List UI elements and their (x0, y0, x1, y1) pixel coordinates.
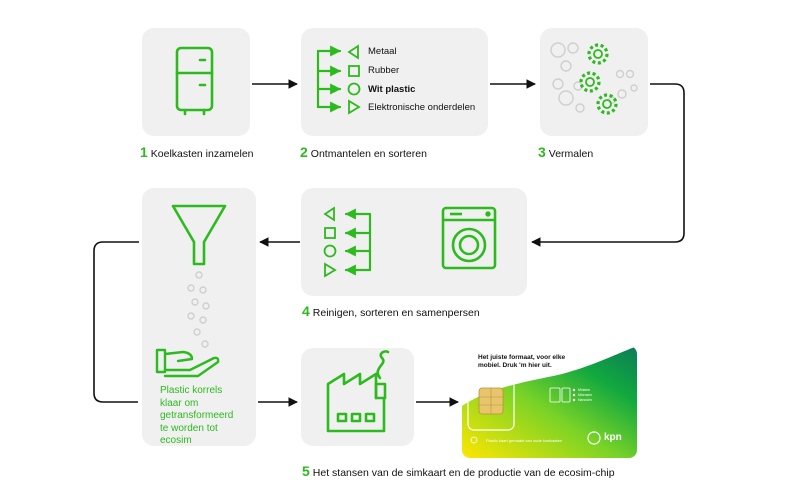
step4-text: Reinigen, sorteren en samenpersen (312, 307, 480, 319)
funnel-icon (171, 204, 227, 266)
square-icon (324, 227, 336, 239)
sim-headline-line1: Het juiste formaat, voor elke (478, 354, 566, 361)
step5-text: Het stansen van de simkaart en de produc… (312, 467, 615, 479)
plastic-text-line: getransformeerd (160, 410, 234, 421)
kpn-logo-text: kpn (604, 432, 622, 443)
flow-arrows (93, 79, 685, 407)
step5-card (301, 348, 414, 446)
step1-card (142, 28, 250, 136)
plastic-text-line: klaar om (160, 397, 199, 409)
material-label-elektronica: Elektronische onderdelen (368, 102, 476, 113)
circle-icon (347, 82, 361, 96)
square-icon (348, 65, 360, 77)
fridge-icon (175, 46, 214, 116)
material-icons (347, 44, 361, 115)
circle-icon (323, 244, 337, 258)
reverse-sort-icon (344, 208, 372, 276)
step5-number: 5 (302, 463, 310, 479)
material-label-rubber: Rubber (368, 65, 400, 76)
step1-number: 1 (140, 144, 148, 160)
material-icons-step4 (323, 206, 337, 278)
step3-number: 3 (538, 144, 546, 160)
triangle-right-icon (348, 99, 361, 115)
kpn-logo-icon (587, 431, 601, 445)
step4-card (301, 188, 527, 296)
step2-text: Ontmantelen en sorteren (310, 148, 427, 160)
washing-machine-icon (441, 206, 497, 270)
step4-number: 4 (302, 303, 310, 319)
material-label-metaal: Metaal (368, 46, 397, 57)
sim-option-mini: Minisim (578, 388, 590, 392)
ecosim-card: Het juiste formaat, voor elke mobiel. Dr… (462, 346, 637, 458)
factory-icon (326, 350, 390, 433)
gears-icon (550, 42, 638, 115)
sorting-tree-icon (316, 45, 342, 113)
step1-text: Koelkasten inzamelen (150, 148, 254, 160)
material-label-wit-plastic: Wit plastic (368, 84, 416, 95)
step2-number: 2 (300, 144, 308, 160)
sim-headline: Het juiste formaat, voor elke mobiel. Dr… (478, 354, 565, 370)
sim-option-micro: Microsim (578, 393, 592, 397)
triangle-left-icon (323, 206, 335, 222)
hand-icon (155, 348, 220, 378)
triangle-left-icon (347, 44, 359, 60)
sim-option-nano: Nanosim (578, 398, 592, 402)
step3-text: Vermalen (548, 148, 594, 160)
plastic-text-line: ecosim (160, 435, 192, 446)
pellets-icon (187, 271, 210, 348)
plastic-text-line: Plastic korrels (160, 385, 223, 396)
sim-footnote: Plastic kaart gemaakt van oude koelkaste… (486, 438, 563, 443)
plastic-text-line: te worden tot (160, 422, 218, 434)
triangle-right-icon (324, 262, 337, 278)
plastic-pellets-text: Plastic korrels klaar om getransformeerd… (160, 385, 233, 448)
plastic-card (142, 188, 256, 446)
sim-headline-line2: mobiel. Druk 'm hier uit. (478, 362, 552, 369)
